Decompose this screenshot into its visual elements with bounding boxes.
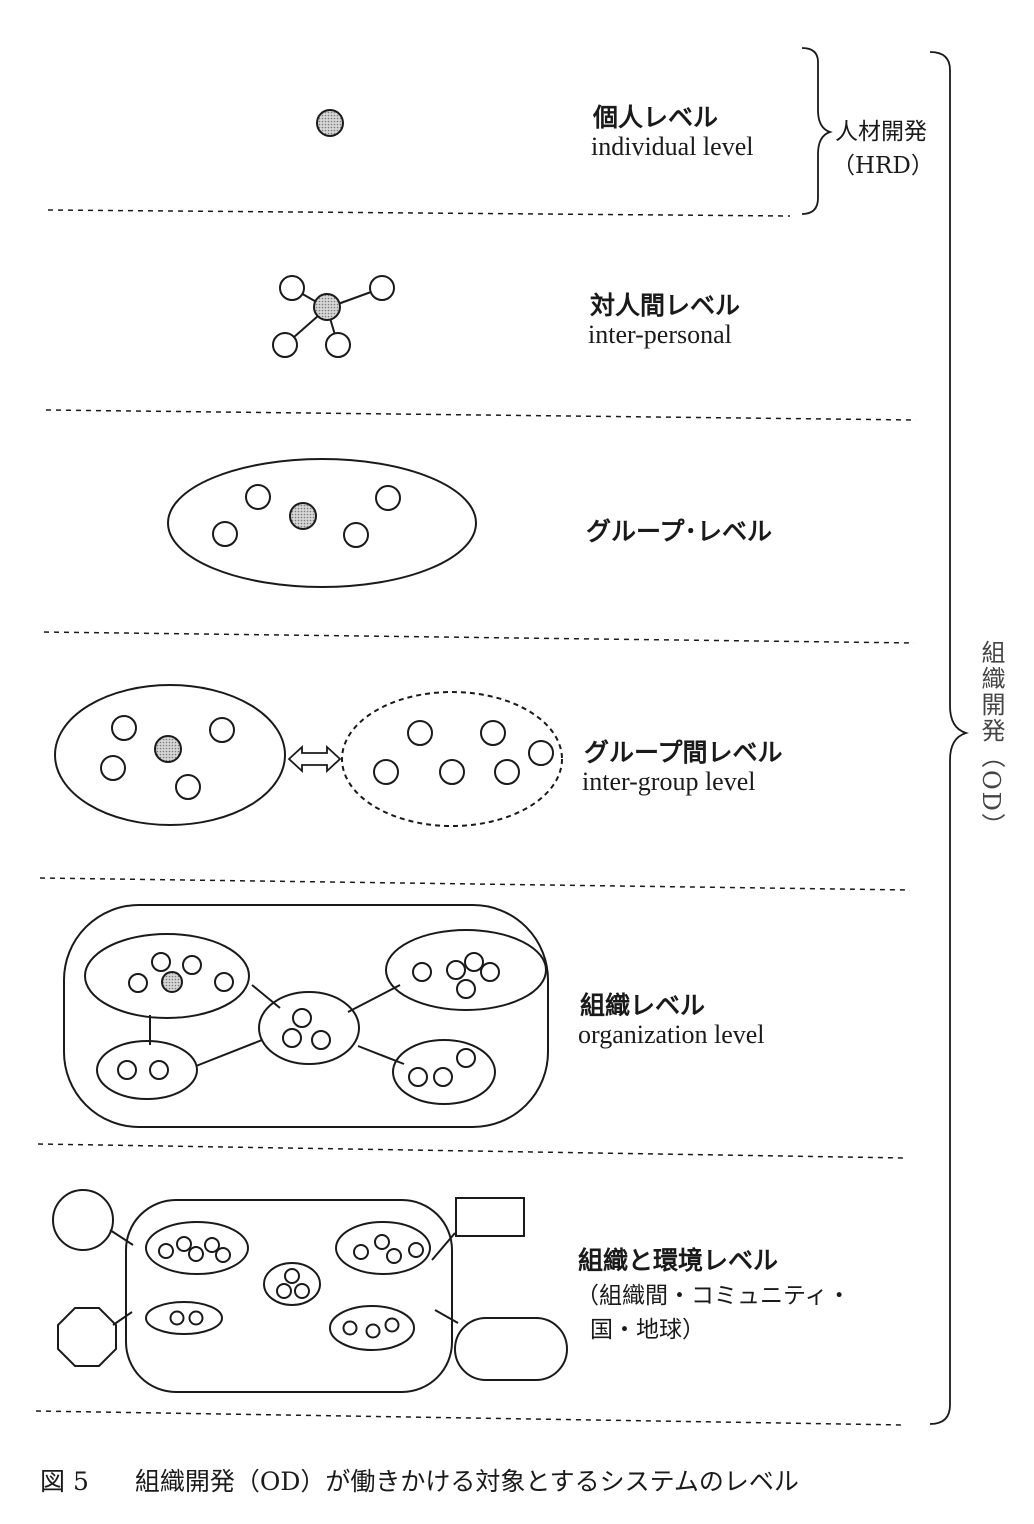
environment-figure xyxy=(52,1189,568,1393)
separator-5 xyxy=(37,1143,907,1159)
level-1-en: individual level xyxy=(591,132,754,161)
organization-figure xyxy=(63,904,549,1128)
hrd-brace xyxy=(801,47,833,215)
figure-caption-text: 組織開発（OD）が働きかける対象とするシステムのレベル xyxy=(134,1467,799,1496)
interpersonal-figure xyxy=(272,275,395,358)
environment-circle xyxy=(52,1189,114,1251)
level-4-en: inter-group level xyxy=(582,767,756,796)
od-label: 組織開発（OD） xyxy=(977,640,1005,839)
separator-6 xyxy=(35,1410,905,1426)
figure-number: 図 5 xyxy=(40,1467,89,1496)
level-6-jp: 組織と環境レベル xyxy=(578,1246,779,1275)
level-6-sub2: 国・地球） xyxy=(590,1317,705,1343)
hrd-label-line2: （HRD） xyxy=(832,153,934,179)
environment-octagon xyxy=(57,1307,117,1367)
intergroup-figure xyxy=(54,684,563,827)
separator-4 xyxy=(39,877,911,891)
environment-rounded-rectangle xyxy=(454,1317,568,1381)
level-2-jp: 対人間レベル xyxy=(590,291,741,320)
double-arrow-icon xyxy=(287,744,342,774)
level-5-jp: 組織レベル xyxy=(580,991,706,1020)
level-5-en: organization level xyxy=(578,1020,765,1049)
figure-caption: 図 5 組織開発（OD）が働きかける対象とするシステムのレベル xyxy=(40,1462,799,1498)
level-1-jp: 個人レベル xyxy=(593,103,719,132)
separator-2 xyxy=(45,409,917,421)
level-3-jp: グループ･レベル xyxy=(586,517,773,546)
level-4-jp: グループ間レベル xyxy=(584,738,783,767)
environment-rectangle xyxy=(455,1197,525,1237)
individual-figure xyxy=(316,109,344,137)
level-2-en: inter-personal xyxy=(588,320,732,349)
od-brace xyxy=(929,51,970,1425)
separator-1 xyxy=(47,209,791,217)
hrd-label-line1: 人材開発 xyxy=(835,119,927,145)
level-6-sub1: （組織間・コミュニティ・ xyxy=(576,1283,851,1309)
group-figure xyxy=(167,458,477,588)
separator-3 xyxy=(43,631,915,644)
